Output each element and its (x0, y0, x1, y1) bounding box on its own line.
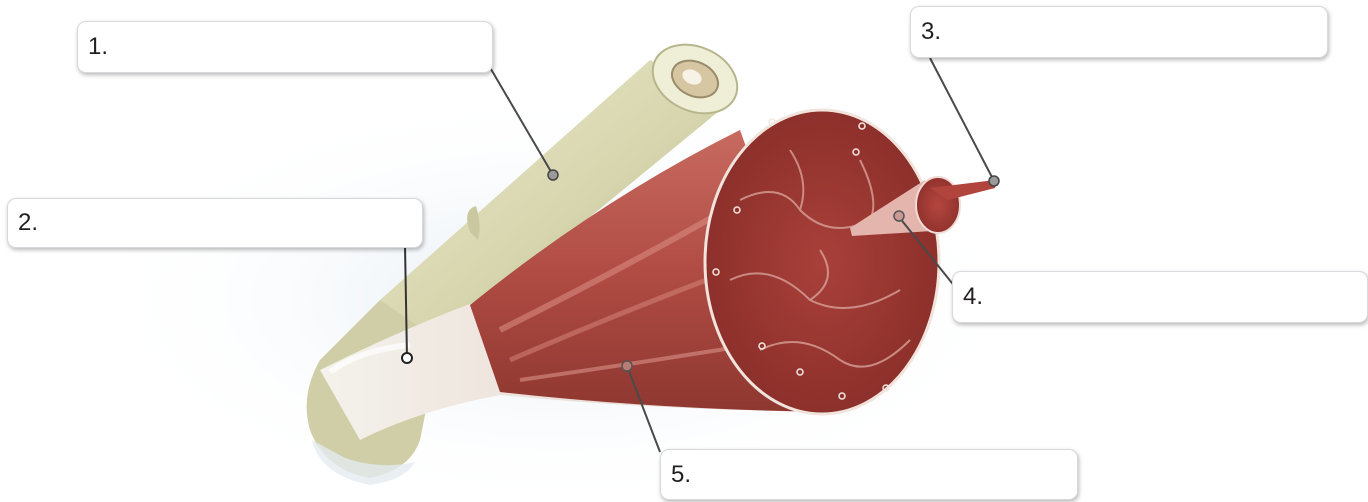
label-box-4[interactable]: 4. (952, 271, 1368, 323)
label-box-2[interactable]: 2. (7, 198, 423, 248)
pin-1 (548, 170, 558, 180)
label-number-5: 5. (671, 461, 691, 489)
pin-5 (622, 361, 632, 371)
label-number-3: 3. (921, 18, 941, 46)
label-number-4: 4. (963, 283, 983, 311)
label-box-3[interactable]: 3. (910, 6, 1328, 58)
label-box-1[interactable]: 1. (77, 21, 493, 73)
label-number-2: 2. (18, 209, 38, 237)
pin-3 (989, 176, 999, 186)
pin-2 (402, 353, 412, 363)
pin-4 (894, 211, 904, 221)
muscle-cross-section (705, 110, 939, 414)
label-box-5[interactable]: 5. (660, 449, 1078, 500)
label-number-1: 1. (88, 33, 108, 61)
